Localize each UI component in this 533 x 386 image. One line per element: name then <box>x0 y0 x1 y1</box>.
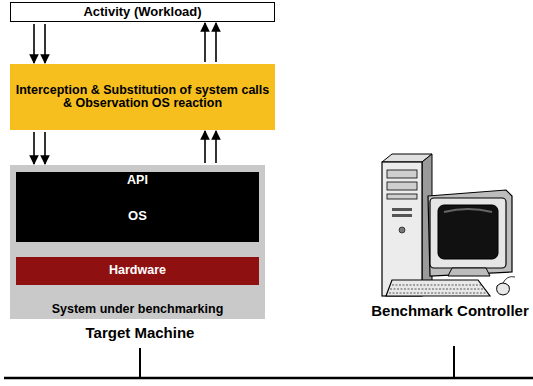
node-text: Activity (Workload) <box>83 5 201 19</box>
os-block: OS <box>16 190 259 242</box>
network-drop <box>139 348 141 378</box>
node-text: OS <box>128 209 147 223</box>
node-text: Interception & Substitution of system ca… <box>14 84 271 110</box>
arrow-line <box>215 131 217 163</box>
arrow-line <box>204 131 206 163</box>
workload-box: Activity (Workload) <box>10 2 275 22</box>
system-box: System under benchmarking API OS Hardware <box>10 165 265 319</box>
hardware-band: Hardware <box>16 257 259 285</box>
network-drop <box>453 346 455 378</box>
arrow-line <box>44 24 46 63</box>
interception-box: Interception & Substitution of system ca… <box>10 64 275 130</box>
call-arrow <box>34 24 45 63</box>
arrow-line <box>44 132 46 164</box>
call-arrow <box>205 23 216 62</box>
computer-icon <box>382 154 515 296</box>
controller-label: Benchmark Controller <box>370 302 530 319</box>
arrow-line <box>33 132 35 164</box>
arrow-line <box>204 23 206 62</box>
api-band: API <box>16 172 259 190</box>
arrow-line <box>33 24 35 63</box>
call-arrow <box>34 132 45 164</box>
node-text: API <box>127 174 148 187</box>
call-arrow <box>205 131 216 163</box>
node-text: System under benchmarking <box>52 303 224 316</box>
arrow-line <box>215 23 217 62</box>
node-text: Hardware <box>109 264 166 277</box>
machine-label: Target Machine <box>50 324 230 341</box>
